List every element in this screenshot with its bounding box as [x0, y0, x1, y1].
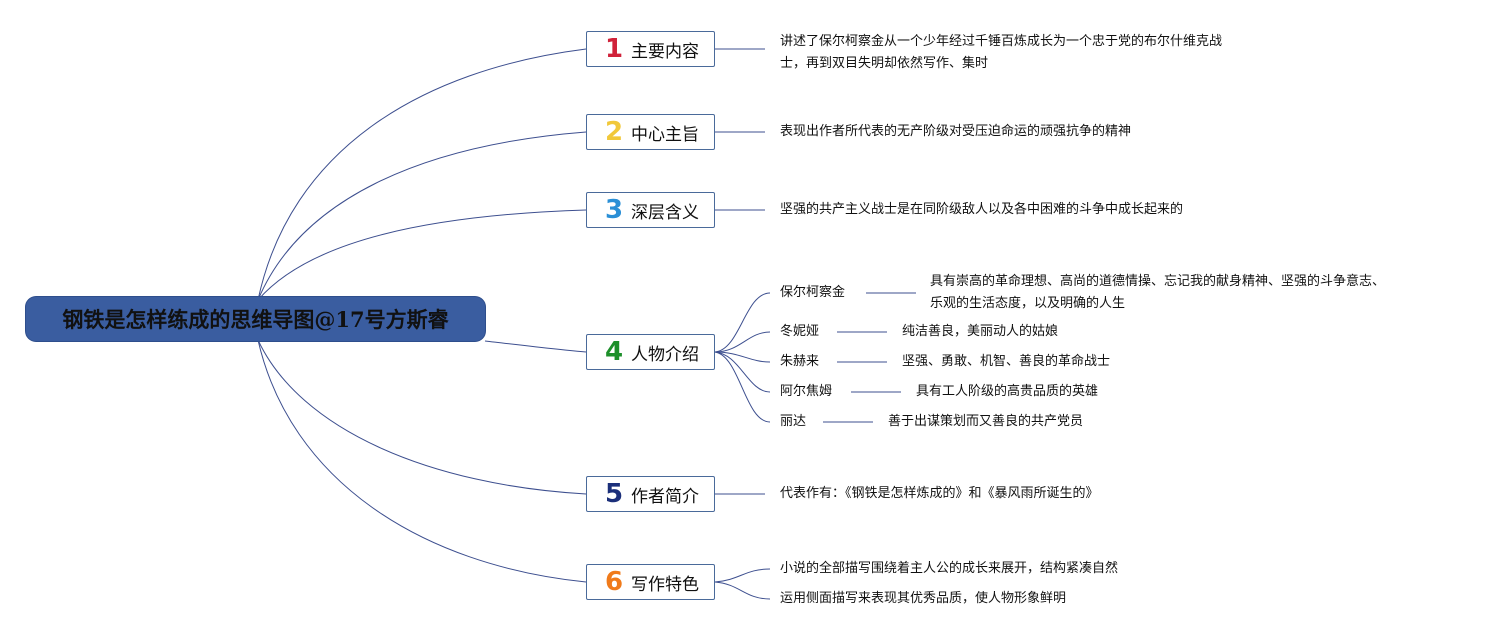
connector-root-topic-3 [257, 209, 587, 301]
root-title: 钢铁是怎样练成的思维导图@17号方斯睿 [62, 307, 449, 332]
topic-number: 6 [605, 567, 624, 597]
character-desc: 纯洁善良，美丽动人的姑娘 [902, 324, 1059, 339]
topic-label: 中心主旨 [631, 124, 699, 145]
desc-line: 具有崇高的革命理想、高尚的道德情操、忘记我的献身精神、坚强的斗争意志、 [930, 274, 1386, 289]
character-desc: 具有崇高的革命理想、高尚的道德情操、忘记我的献身精神、坚强的斗争意志、 乐观的生… [930, 271, 1385, 315]
connector-topic-4-char-4 [714, 351, 771, 393]
connector-root-topic-1 [257, 48, 587, 301]
topic-label: 深层含义 [631, 202, 699, 223]
feature-point: 运用侧面描写来表现其优秀品质，使人物形象鲜明 [780, 591, 1067, 606]
connector-topic-6-point-1 [714, 568, 771, 583]
character-desc: 善于出谋策划而又善良的共产党员 [888, 414, 1084, 429]
topic-number: 5 [605, 479, 624, 509]
detail-line: 讲述了保尔柯察金从一个少年经过千锤百炼成长为一个忠于党的布尔什维克战 [780, 34, 1223, 49]
topic-number: 4 [605, 337, 624, 367]
character-name[interactable]: 冬妮娅 [780, 324, 820, 339]
detail-text: 讲述了保尔柯察金从一个少年经过千锤百炼成长为一个忠于党的布尔什维克战 士，再到双… [780, 31, 1222, 75]
topic-label: 主要内容 [631, 41, 699, 62]
root-node[interactable]: 钢铁是怎样练成的思维导图@17号方斯睿 [26, 297, 485, 341]
topic-label: 作者简介 [631, 486, 699, 507]
detail-text: 代表作有：《钢铁是怎样炼成的》和《暴风雨所诞生的》 [780, 486, 1099, 501]
connector-topic-4-char-3 [714, 351, 771, 363]
detail-line: 士，再到双目失明却依然写作、集时 [780, 56, 989, 71]
connector-root-topic-2 [257, 131, 587, 301]
connector-topic-4-char-5 [714, 351, 771, 423]
connector-topic-4-char-2 [714, 331, 771, 353]
detail-text: 坚强的共产主义战士是在同阶级敌人以及各中困难的斗争中成长起来的 [780, 202, 1184, 217]
connector-root-topic-4 [484, 340, 587, 353]
character-name[interactable]: 丽达 [780, 414, 807, 429]
character-name[interactable]: 阿尔焦姆 [780, 384, 833, 399]
topic-number: 3 [605, 195, 624, 225]
connector-topic-4-char-1 [714, 292, 771, 353]
topic-central-theme[interactable]: 2 中心主旨 [586, 114, 715, 150]
character-name[interactable]: 保尔柯察金 [780, 285, 846, 300]
topic-author-intro[interactable]: 5 作者简介 [586, 476, 715, 512]
feature-point: 小说的全部描写围绕着主人公的成长来展开，结构紧凑自然 [780, 561, 1119, 576]
character-name[interactable]: 朱赫来 [780, 354, 820, 369]
topic-number: 2 [605, 117, 624, 147]
topic-writing-features[interactable]: 6 写作特色 [586, 564, 715, 600]
character-desc: 具有工人阶级的高贵品质的英雄 [916, 384, 1099, 399]
topic-characters[interactable]: 4 人物介绍 [586, 334, 715, 370]
topic-label: 写作特色 [631, 574, 699, 595]
connector-topic-6-point-2 [714, 581, 771, 600]
character-desc: 坚强、勇敢、机智、善良的革命战士 [902, 354, 1111, 369]
topic-number: 1 [605, 34, 624, 64]
connector-root-topic-5 [257, 339, 587, 495]
detail-text: 表现出作者所代表的无产阶级对受压迫命运的顽强抗争的精神 [780, 124, 1132, 139]
connector-root-topic-6 [257, 339, 587, 583]
topic-deeper-meaning[interactable]: 3 深层含义 [586, 192, 715, 228]
desc-line: 乐观的生活态度，以及明确的人生 [930, 296, 1126, 311]
topic-label: 人物介绍 [631, 344, 699, 365]
topic-main-content[interactable]: 1 主要内容 [586, 31, 715, 67]
